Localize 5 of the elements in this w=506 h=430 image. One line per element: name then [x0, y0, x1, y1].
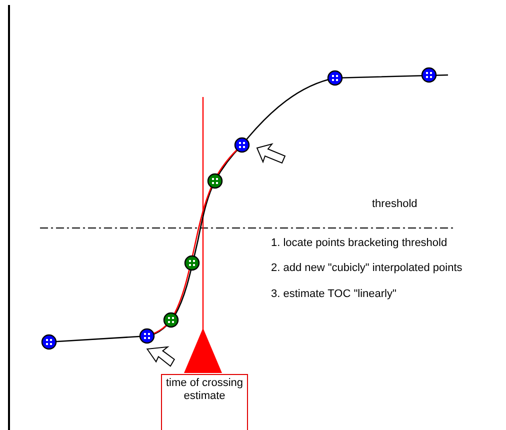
estimate-box: time of crossing estimate: [161, 374, 248, 430]
step-text: 3. estimate TOC "linearly": [271, 288, 396, 300]
step-text: 1. locate points bracketing threshold: [271, 237, 448, 249]
step-text: 2. add new "cubicly" interpolated points: [271, 262, 462, 274]
threshold-label: threshold: [372, 198, 418, 210]
